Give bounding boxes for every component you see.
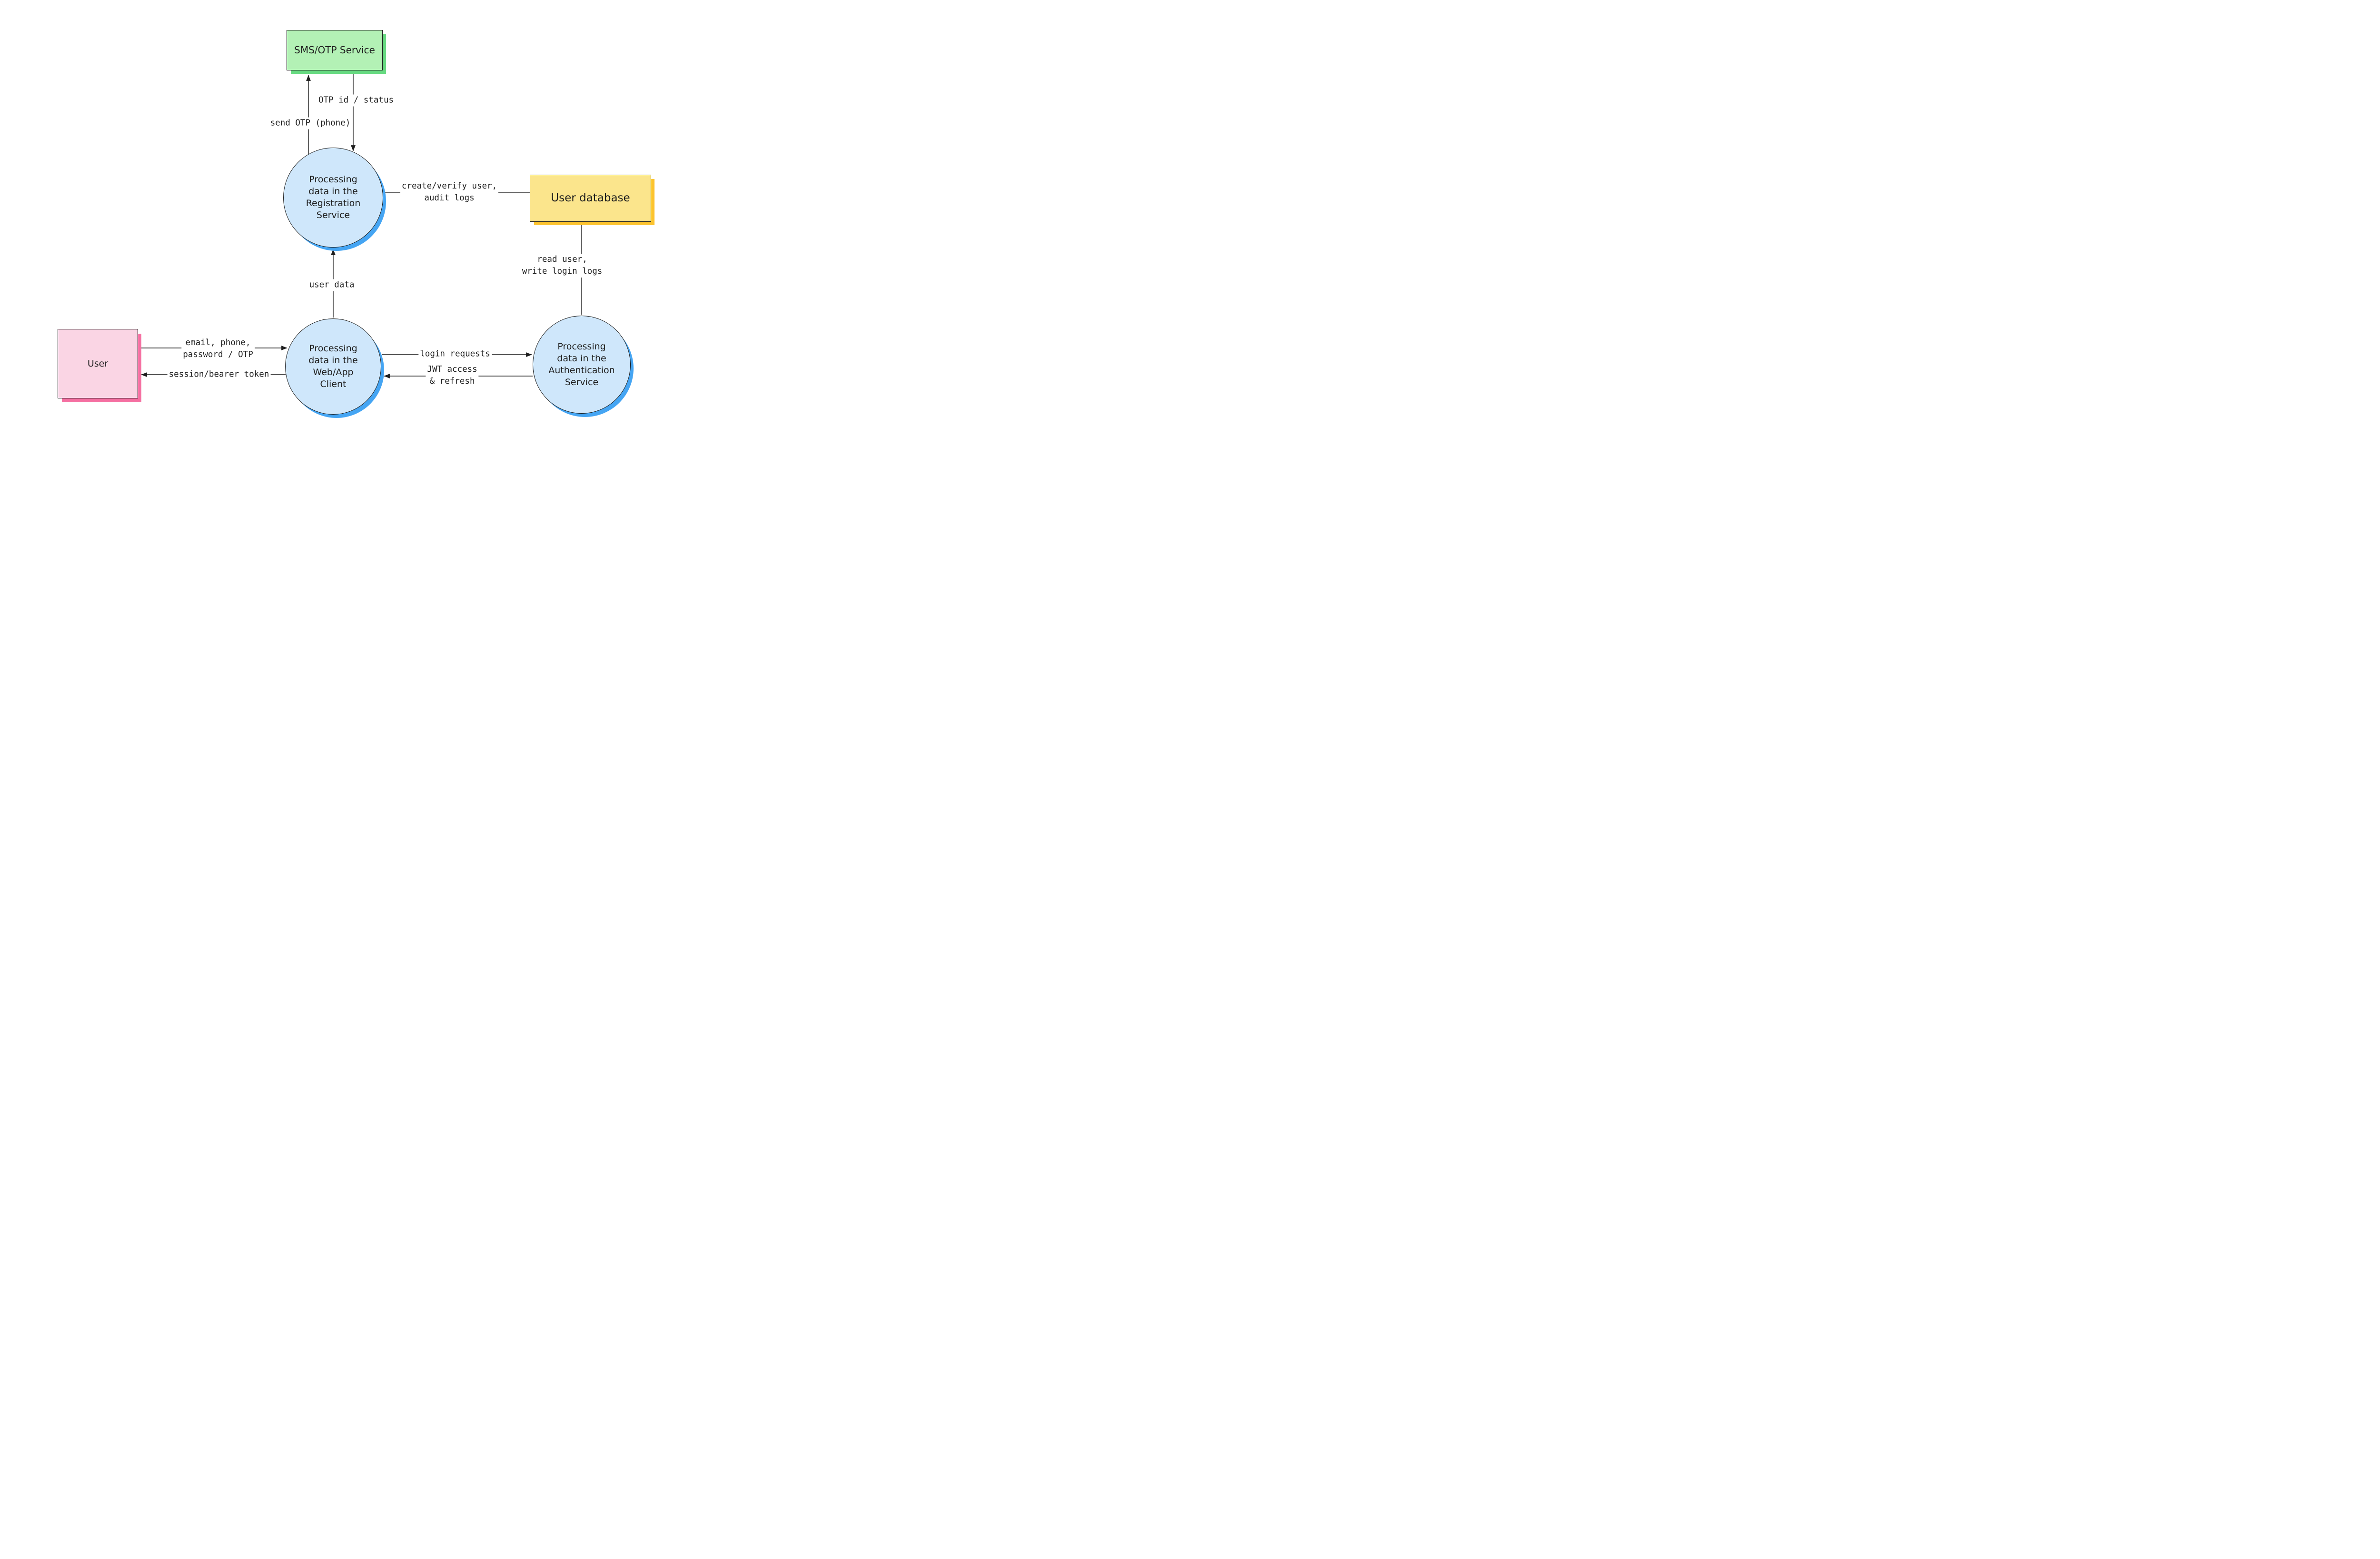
node-web-app-client: Processing data in the Web/App Client <box>285 318 381 415</box>
edge-otp-status-label: OTP id / status <box>317 94 396 107</box>
edge-session-token-label: session/bearer token <box>167 368 271 381</box>
node-registration-service-label: Processing data in the Registration Serv… <box>306 174 361 220</box>
node-sms-otp-service: SMS/OTP Service <box>287 30 383 70</box>
diagram-canvas: { "canvas": { "background": "#ffffff" },… <box>0 0 735 448</box>
node-user-label: User <box>87 358 109 369</box>
node-registration-service: Processing data in the Registration Serv… <box>283 148 383 248</box>
edge-create-verify-label: create/verify user, audit logs <box>400 180 499 204</box>
edge-send-otp-label: send OTP (phone) <box>268 117 352 129</box>
node-authentication-service-label: Processing data in the Authentication Se… <box>548 341 615 387</box>
node-user-database-label: User database <box>551 192 630 204</box>
node-sms-otp-service-label: SMS/OTP Service <box>294 44 375 56</box>
node-user-database: User database <box>530 175 651 222</box>
edge-jwt-label: JWT access & refresh <box>426 364 479 387</box>
node-authentication-service: Processing data in the Authentication Se… <box>533 316 631 414</box>
edge-login-requests-label: login requests <box>418 348 492 360</box>
node-web-app-client-label: Processing data in the Web/App Client <box>308 343 358 389</box>
edge-user-data-label: user data <box>307 279 356 291</box>
edge-email-phone-label: email, phone, password / OTP <box>181 337 255 361</box>
node-user: User <box>58 329 138 398</box>
edge-read-user-label: read user, write login logs <box>520 254 604 278</box>
